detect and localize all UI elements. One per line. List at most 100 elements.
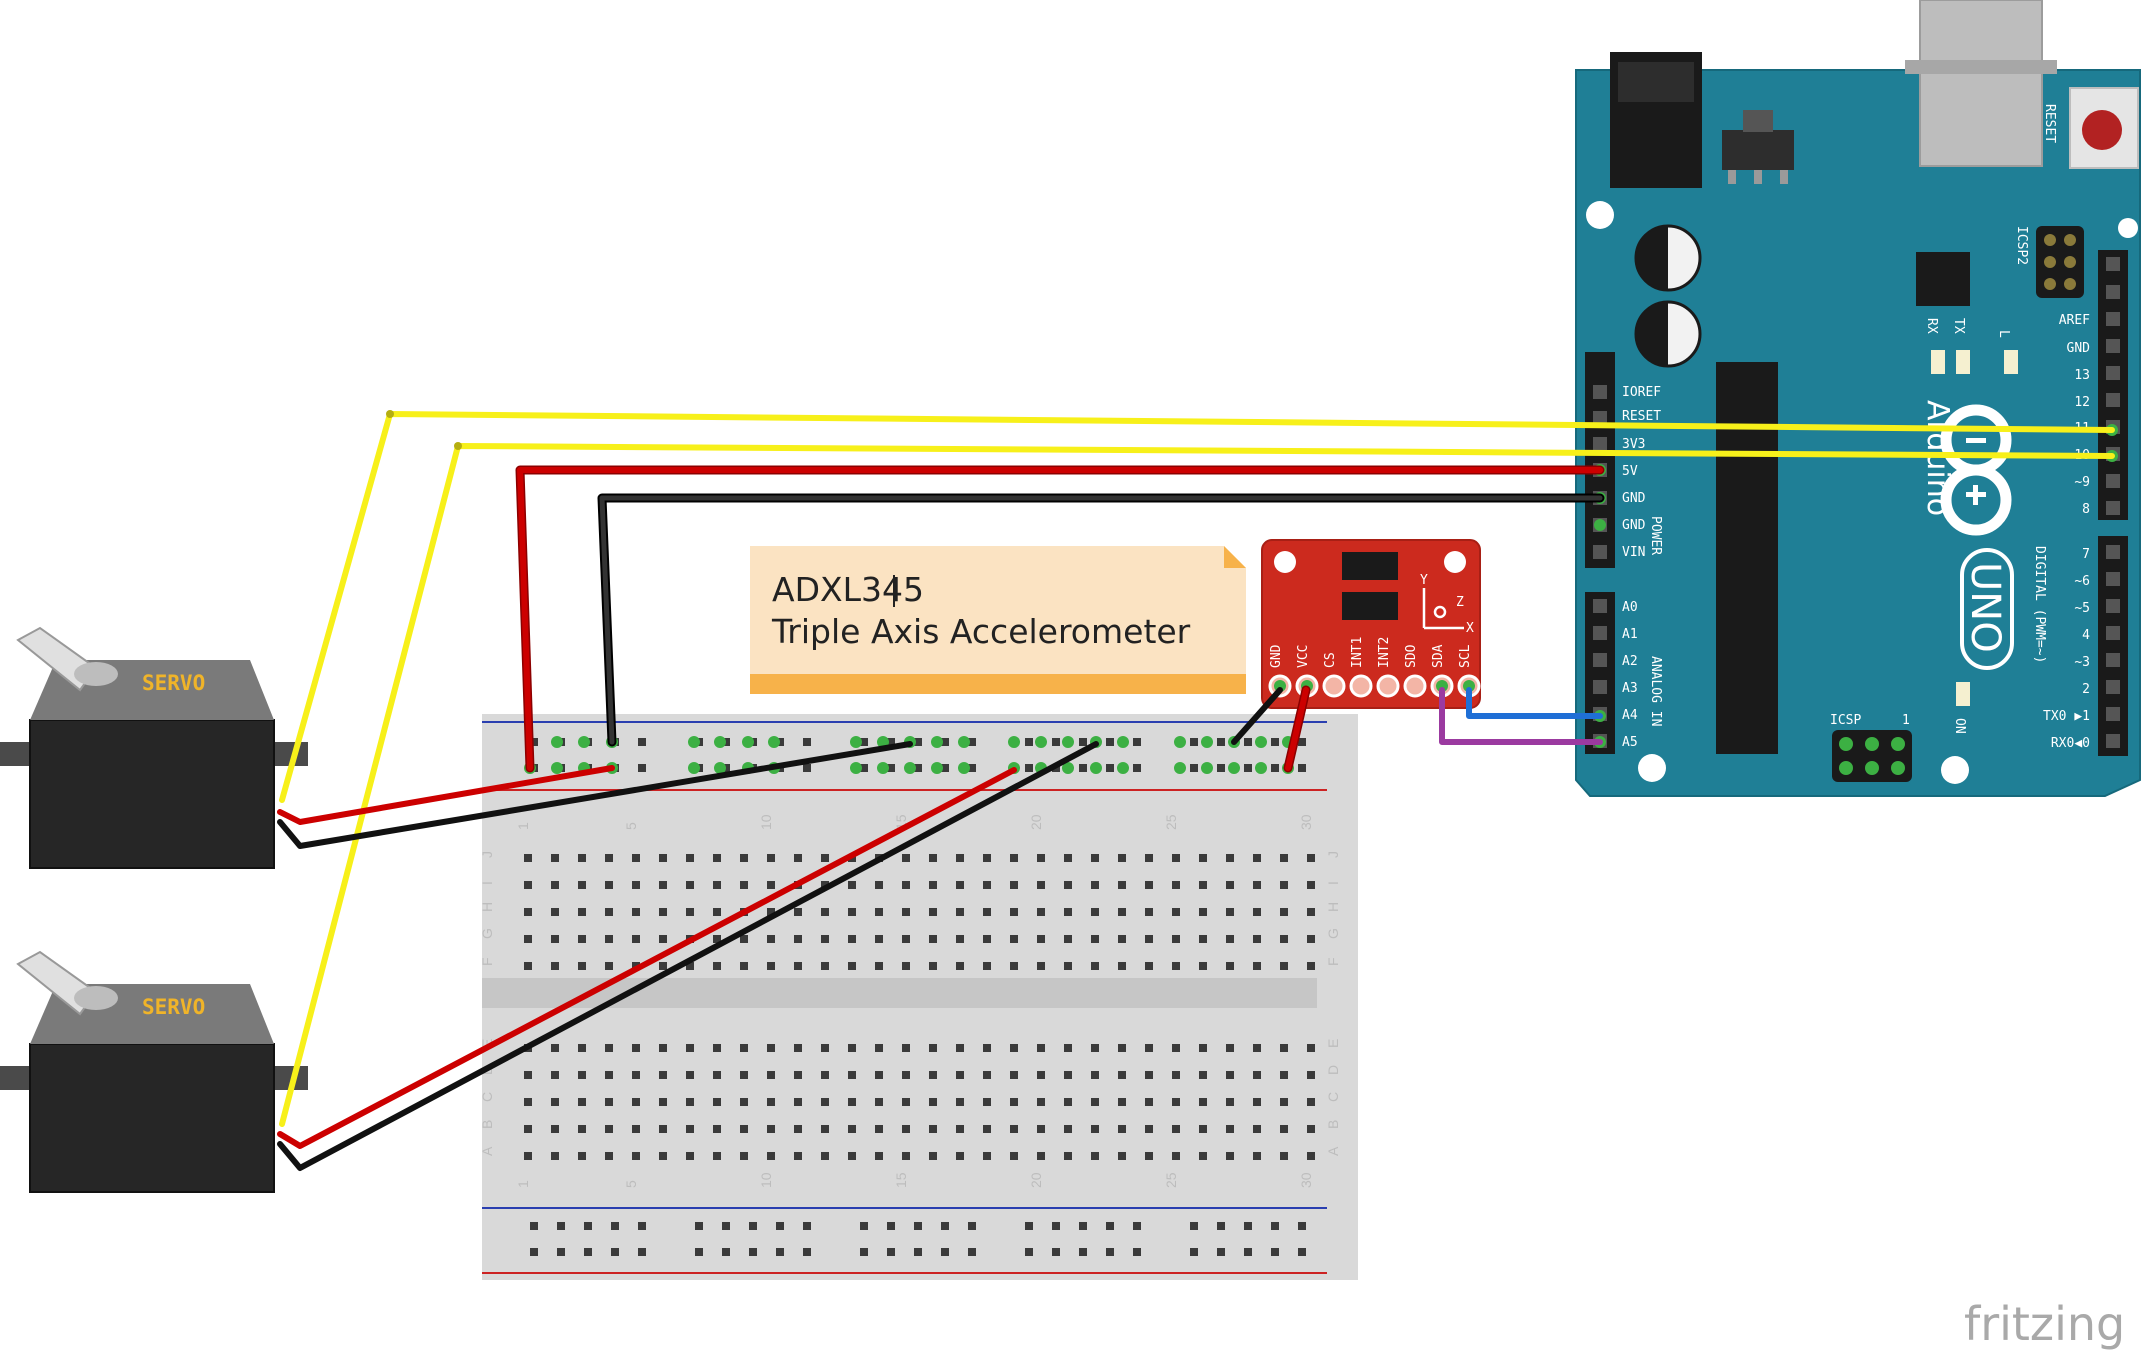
breadboard-hole[interactable] <box>1280 908 1288 916</box>
breadboard-hole[interactable] <box>605 908 613 916</box>
breadboard-hole[interactable] <box>848 1152 856 1160</box>
breadboard-hole[interactable] <box>713 1044 721 1052</box>
header-pin[interactable] <box>2106 474 2120 488</box>
breadboard-hole[interactable] <box>605 881 613 889</box>
sensor-pin[interactable] <box>1349 674 1373 698</box>
breadboard-hole[interactable] <box>875 908 883 916</box>
breadboard-hole[interactable] <box>902 1098 910 1106</box>
breadboard-hole[interactable] <box>929 962 937 970</box>
breadboard-hole[interactable] <box>605 854 613 862</box>
breadboard-hole[interactable] <box>1064 1152 1072 1160</box>
power-rail-hole[interactable] <box>638 738 646 746</box>
breadboard-hole[interactable] <box>848 1071 856 1079</box>
breadboard-hole[interactable] <box>1091 1044 1099 1052</box>
connected-hole[interactable] <box>1174 762 1186 774</box>
breadboard-hole[interactable] <box>1199 1098 1207 1106</box>
breadboard-hole[interactable] <box>794 1125 802 1133</box>
breadboard-hole[interactable] <box>794 908 802 916</box>
breadboard-hole[interactable] <box>848 1125 856 1133</box>
breadboard-hole[interactable] <box>767 1125 775 1133</box>
power-rail-hole[interactable] <box>1079 738 1087 746</box>
breadboard-hole[interactable] <box>1010 854 1018 862</box>
header-pin[interactable] <box>2106 599 2120 613</box>
breadboard-hole[interactable] <box>632 881 640 889</box>
wire-red-sensor-vcc[interactable] <box>1285 687 1309 771</box>
breadboard-hole[interactable] <box>1010 935 1018 943</box>
wire-black-servo2-ground[interactable] <box>277 741 1099 1171</box>
power-rail-hole[interactable] <box>557 1248 565 1256</box>
breadboard-hole[interactable] <box>1226 1044 1234 1052</box>
breadboard-hole[interactable] <box>1010 1098 1018 1106</box>
breadboard-hole[interactable] <box>902 908 910 916</box>
power-rail-hole[interactable] <box>1298 1248 1306 1256</box>
header-pin[interactable] <box>2106 339 2120 353</box>
power-rail-hole[interactable] <box>1079 1222 1087 1230</box>
power-rail-hole[interactable] <box>914 738 922 746</box>
breadboard-hole[interactable] <box>794 1098 802 1106</box>
power-rail-hole[interactable] <box>1244 738 1252 746</box>
breadboard-hole[interactable] <box>821 935 829 943</box>
breadboard-hole[interactable] <box>524 1125 532 1133</box>
breadboard-hole[interactable] <box>1226 962 1234 970</box>
breadboard-hole[interactable] <box>956 1071 964 1079</box>
breadboard-hole[interactable] <box>605 935 613 943</box>
connected-hole[interactable] <box>714 762 726 774</box>
breadboard-hole[interactable] <box>578 1071 586 1079</box>
power-rail-hole[interactable] <box>722 1222 730 1230</box>
breadboard-hole[interactable] <box>1172 1071 1180 1079</box>
breadboard-hole[interactable] <box>686 1152 694 1160</box>
breadboard-hole[interactable] <box>1226 1152 1234 1160</box>
breadboard-hole[interactable] <box>632 1098 640 1106</box>
connected-hole[interactable] <box>877 762 889 774</box>
breadboard-hole[interactable] <box>1064 1071 1072 1079</box>
breadboard-hole[interactable] <box>767 935 775 943</box>
breadboard-hole[interactable] <box>1199 1044 1207 1052</box>
breadboard-hole[interactable] <box>740 1071 748 1079</box>
breadboard-hole[interactable] <box>551 1098 559 1106</box>
header-pin[interactable] <box>2106 626 2120 640</box>
header-pin[interactable] <box>2106 501 2120 515</box>
breadboard-hole[interactable] <box>1118 935 1126 943</box>
breadboard-hole[interactable] <box>902 854 910 862</box>
breadboard-hole[interactable] <box>1091 1071 1099 1079</box>
reset-button-cap[interactable] <box>2082 110 2122 150</box>
header-pin[interactable] <box>2106 653 2120 667</box>
breadboard-hole[interactable] <box>740 935 748 943</box>
breadboard-hole[interactable] <box>1280 1071 1288 1079</box>
power-rail-hole[interactable] <box>1271 1222 1279 1230</box>
breadboard-hole[interactable] <box>1253 1152 1261 1160</box>
breadboard-hole[interactable] <box>632 1152 640 1160</box>
breadboard-hole[interactable] <box>1010 962 1018 970</box>
breadboard-hole[interactable] <box>1037 854 1045 862</box>
breadboard-hole[interactable] <box>713 1125 721 1133</box>
wire-red-servo2-power[interactable] <box>277 767 1017 1149</box>
power-rail-hole[interactable] <box>1106 1248 1114 1256</box>
header-pin[interactable] <box>2106 680 2120 694</box>
connected-hole[interactable] <box>1062 736 1074 748</box>
connected-hole[interactable] <box>1228 762 1240 774</box>
breadboard-hole[interactable] <box>686 881 694 889</box>
connected-hole[interactable] <box>1117 762 1129 774</box>
breadboard-hole[interactable] <box>1118 1044 1126 1052</box>
breadboard-hole[interactable] <box>1253 1044 1261 1052</box>
power-rail-hole[interactable] <box>1133 764 1141 772</box>
power-rail-hole[interactable] <box>803 764 811 772</box>
connected-hole[interactable] <box>1117 736 1129 748</box>
breadboard-hole[interactable] <box>956 1125 964 1133</box>
breadboard-hole[interactable] <box>686 854 694 862</box>
breadboard-hole[interactable] <box>551 854 559 862</box>
power-rail-hole[interactable] <box>638 1222 646 1230</box>
breadboard-hole[interactable] <box>902 962 910 970</box>
power-rail-hole[interactable] <box>1106 1222 1114 1230</box>
breadboard-hole[interactable] <box>902 1071 910 1079</box>
breadboard-hole[interactable] <box>578 908 586 916</box>
power-rail-hole[interactable] <box>1133 738 1141 746</box>
power-rail-hole[interactable] <box>638 764 646 772</box>
power-rail-hole[interactable] <box>1217 738 1225 746</box>
power-rail-hole[interactable] <box>776 1248 784 1256</box>
breadboard-hole[interactable] <box>848 962 856 970</box>
header-pin[interactable] <box>1593 626 1607 640</box>
breadboard-hole[interactable] <box>1172 881 1180 889</box>
breadboard-hole[interactable] <box>1226 1071 1234 1079</box>
power-rail-hole[interactable] <box>860 1248 868 1256</box>
